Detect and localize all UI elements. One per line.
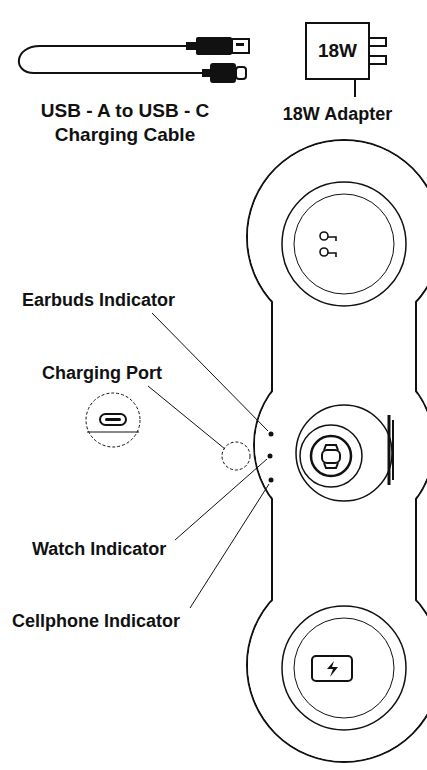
port-highlight [222, 442, 250, 470]
adapter-label: 18W Adapter [258, 103, 418, 125]
charger-fill [248, 141, 427, 761]
earbuds-pad [282, 182, 406, 306]
usb-c-plug [202, 63, 246, 83]
brand-mark [389, 415, 393, 485]
port-inset [86, 393, 140, 447]
cable-label: USB - A to USB - C Charging Cable [20, 99, 230, 147]
charging-cable [19, 46, 203, 73]
adapter-rating: 18W [307, 39, 368, 63]
indicator-label: Watch Indicator [32, 538, 166, 560]
earbuds-icon [320, 232, 336, 257]
adapter-box: 18W18W Adapter [305, 22, 370, 80]
indicator-label: Earbuds Indicator [22, 289, 175, 311]
indicator-dots [268, 432, 274, 483]
watch-pad [296, 405, 392, 501]
port-label: Charging Port [42, 362, 162, 384]
phone-pad [282, 606, 406, 730]
usb-a-plug [186, 37, 249, 55]
leader-lines [148, 313, 269, 608]
indicator-label: Cellphone Indicator [12, 610, 180, 632]
charger-outline [247, 140, 427, 762]
